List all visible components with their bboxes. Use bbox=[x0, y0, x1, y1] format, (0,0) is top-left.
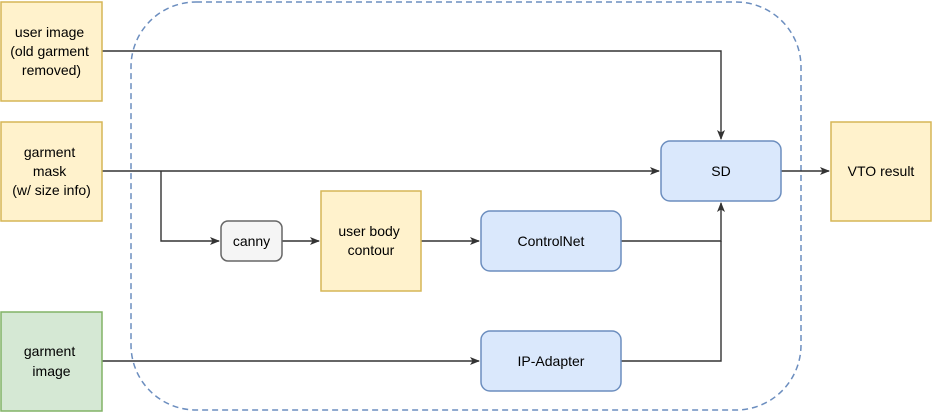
edge-ip-adapter-to-sd bbox=[621, 241, 722, 362]
svg-text:canny: canny bbox=[233, 233, 270, 249]
node-garment-image: garment image bbox=[0, 311, 103, 412]
svg-text:VTO result: VTO result bbox=[848, 163, 915, 179]
pipeline-group-boundary bbox=[130, 1, 802, 411]
node-controlnet: ControlNet bbox=[480, 210, 622, 272]
svg-text:garment mask (: garment mask (w/ size info) bbox=[12, 144, 91, 198]
node-ip-adapter: IP-Adapter bbox=[480, 330, 622, 392]
svg-text:garment image: garment image bbox=[24, 343, 79, 379]
node-canny: canny bbox=[220, 220, 283, 262]
node-vto-result: VTO result bbox=[830, 121, 932, 222]
svg-text:user image (old garmen: user image (old garment removed) bbox=[10, 24, 92, 78]
node-sd: SD bbox=[660, 140, 782, 202]
edge-garment-mask-to-canny bbox=[160, 171, 220, 245]
node-garment-mask: garment mask (w/ size info) bbox=[0, 121, 103, 222]
edges bbox=[102, 50, 830, 365]
svg-text:ControlNet: ControlNet bbox=[518, 233, 585, 249]
edge-controlnet-to-sd bbox=[621, 202, 725, 242]
node-user-body-contour: user body contour bbox=[320, 190, 422, 292]
node-user-image: user image (old garment removed) bbox=[0, 1, 103, 102]
edge-user-image-to-sd bbox=[102, 50, 725, 140]
svg-text:SD: SD bbox=[711, 163, 730, 179]
svg-text:IP-Adapter: IP-Adapter bbox=[518, 353, 585, 369]
svg-text:user body contour: user body contour bbox=[338, 223, 403, 258]
